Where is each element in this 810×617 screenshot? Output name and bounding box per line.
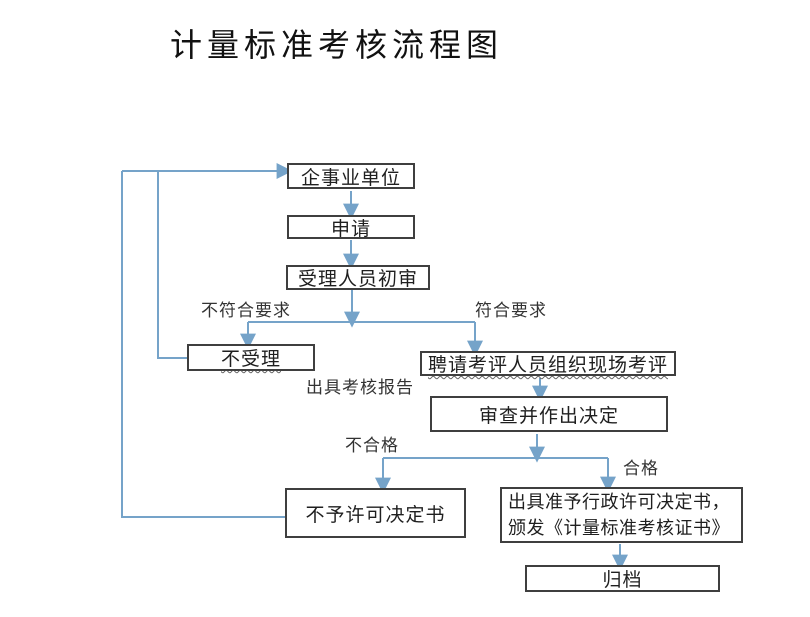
edge-label-not-meet: 不符合要求 [201,301,291,320]
node-onsite-assessment: 聘请考评人员组织现场考评 [420,351,676,376]
node-apply-label: 申请 [330,218,371,240]
feedback-not-accepted [157,171,187,359]
page-title: 计量标准考核流程图 [170,27,504,63]
node-deny-permit: 不予许可决定书 [285,488,466,538]
node-grant-permit-line2: 颁发《计量标准考核证书》 [508,518,730,538]
node-onsite-assessment-label: 聘请考评人员组织现场考评 [427,355,668,376]
edge-label-fail: 不合格 [345,436,399,455]
node-decision: 审查并作出决定 [430,396,668,432]
edge-label-pass: 合格 [623,459,659,478]
node-grant-permit: 出具准予行政许可决定书， 颁发《计量标准考核证书》 [500,487,743,543]
node-initial-review: 受理人员初审 [286,265,430,290]
node-archive: 归档 [525,565,720,592]
node-archive-label: 归档 [602,570,643,591]
node-enterprise-unit-label: 企事业单位 [300,167,401,189]
node-not-accepted: 不受理 [187,344,315,371]
feedback-deny [121,171,285,518]
node-initial-review-label: 受理人员初审 [297,269,418,290]
node-not-accepted-label: 不受理 [220,349,281,370]
node-decision-label: 审查并作出决定 [478,405,619,427]
node-enterprise-unit: 企事业单位 [287,163,415,189]
node-apply: 申请 [287,215,415,240]
node-grant-permit-line1: 出具准予行政许可决定书， [508,491,730,512]
node-deny-permit-label: 不予许可决定书 [305,504,446,526]
edge-label-meet: 符合要求 [475,301,547,320]
edge-label-issue-report: 出具考核报告 [306,378,414,397]
